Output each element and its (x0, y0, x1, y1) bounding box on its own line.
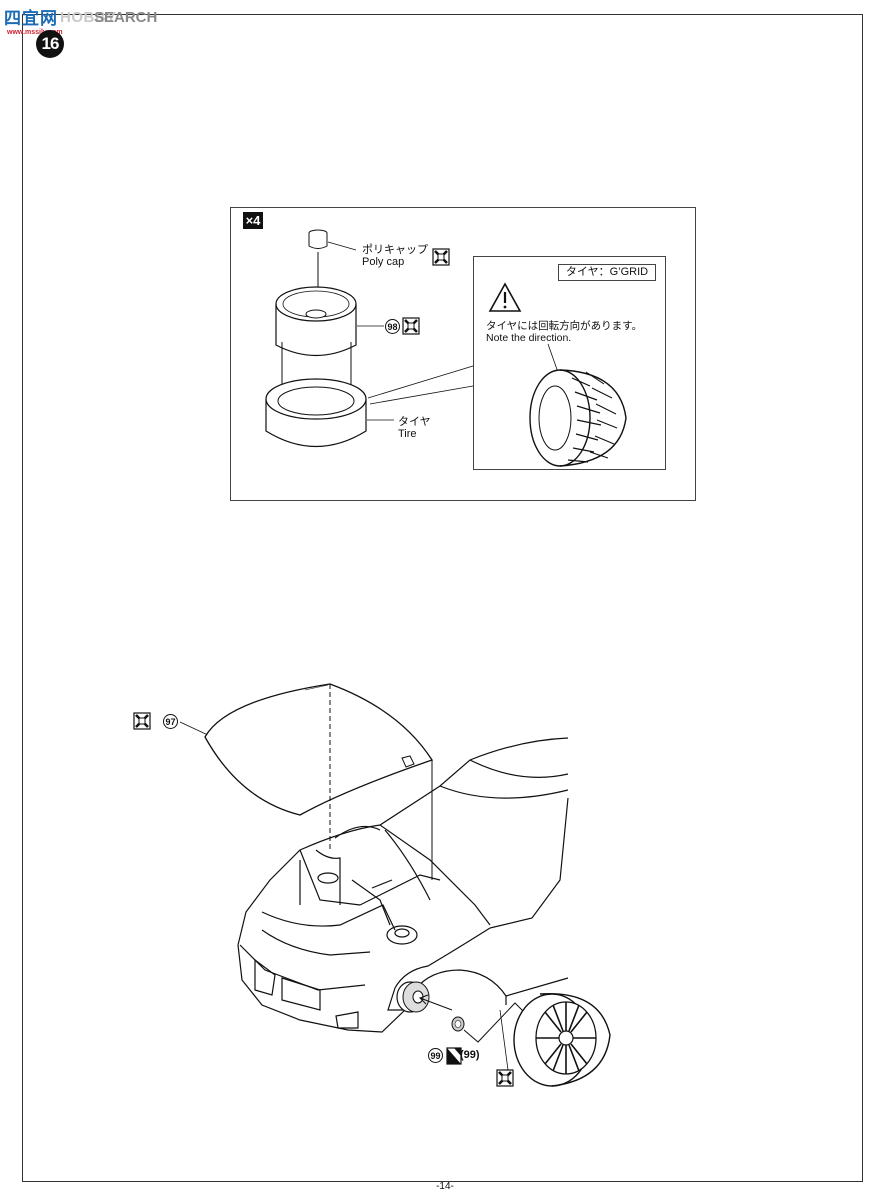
tire-part (265, 365, 474, 447)
watermark-hobby: HOBBY (60, 9, 117, 26)
cut-icon (431, 247, 451, 267)
watermark-search: SEARCH (94, 9, 158, 26)
polycap-label-en: Poly cap (362, 256, 405, 268)
part-number-97: 97 (163, 714, 178, 729)
cut-icon (495, 1068, 515, 1088)
part-number-99-paren: (99) (460, 1049, 480, 1061)
watermark-site-name: 四宜网 (4, 9, 58, 28)
direction-warning-en: Note the direction. (486, 332, 572, 344)
tread-tire-illustration (529, 369, 627, 467)
wheel-tire-assembly (513, 992, 611, 1087)
watermark-url: www.mssilv.com (7, 29, 63, 36)
warning-icon (488, 282, 522, 312)
brake-assembly (396, 981, 453, 1013)
polycap-label-jp: ポリキャップ (362, 244, 428, 256)
car-body (237, 737, 569, 1033)
page-number: -14- (436, 1181, 454, 1192)
cut-icon (401, 316, 421, 336)
part-number-98: 98 (385, 319, 400, 334)
direction-warning-jp: タイヤには回転方向があります。 (486, 320, 643, 332)
quantity-badge: ×4 (243, 212, 263, 229)
half-cut-icon (446, 1047, 462, 1065)
wheel-detail-box (230, 207, 696, 501)
step-number: 16 (36, 30, 64, 58)
cut-icon (132, 711, 152, 731)
part-number-99: 99 (428, 1048, 443, 1063)
polycap-installed (451, 1016, 465, 1032)
page-frame (22, 14, 863, 1182)
tire-direction-inset (473, 256, 666, 470)
tire-label-jp: タイヤ (398, 416, 431, 428)
tire-label-en: Tire (398, 428, 417, 440)
hood-part (204, 683, 433, 880)
tire-type-tag: タイヤ：G’GRID (558, 264, 656, 281)
watermark: 四宜网 HOBBY SEARCH www.mssilv.com (4, 4, 204, 36)
